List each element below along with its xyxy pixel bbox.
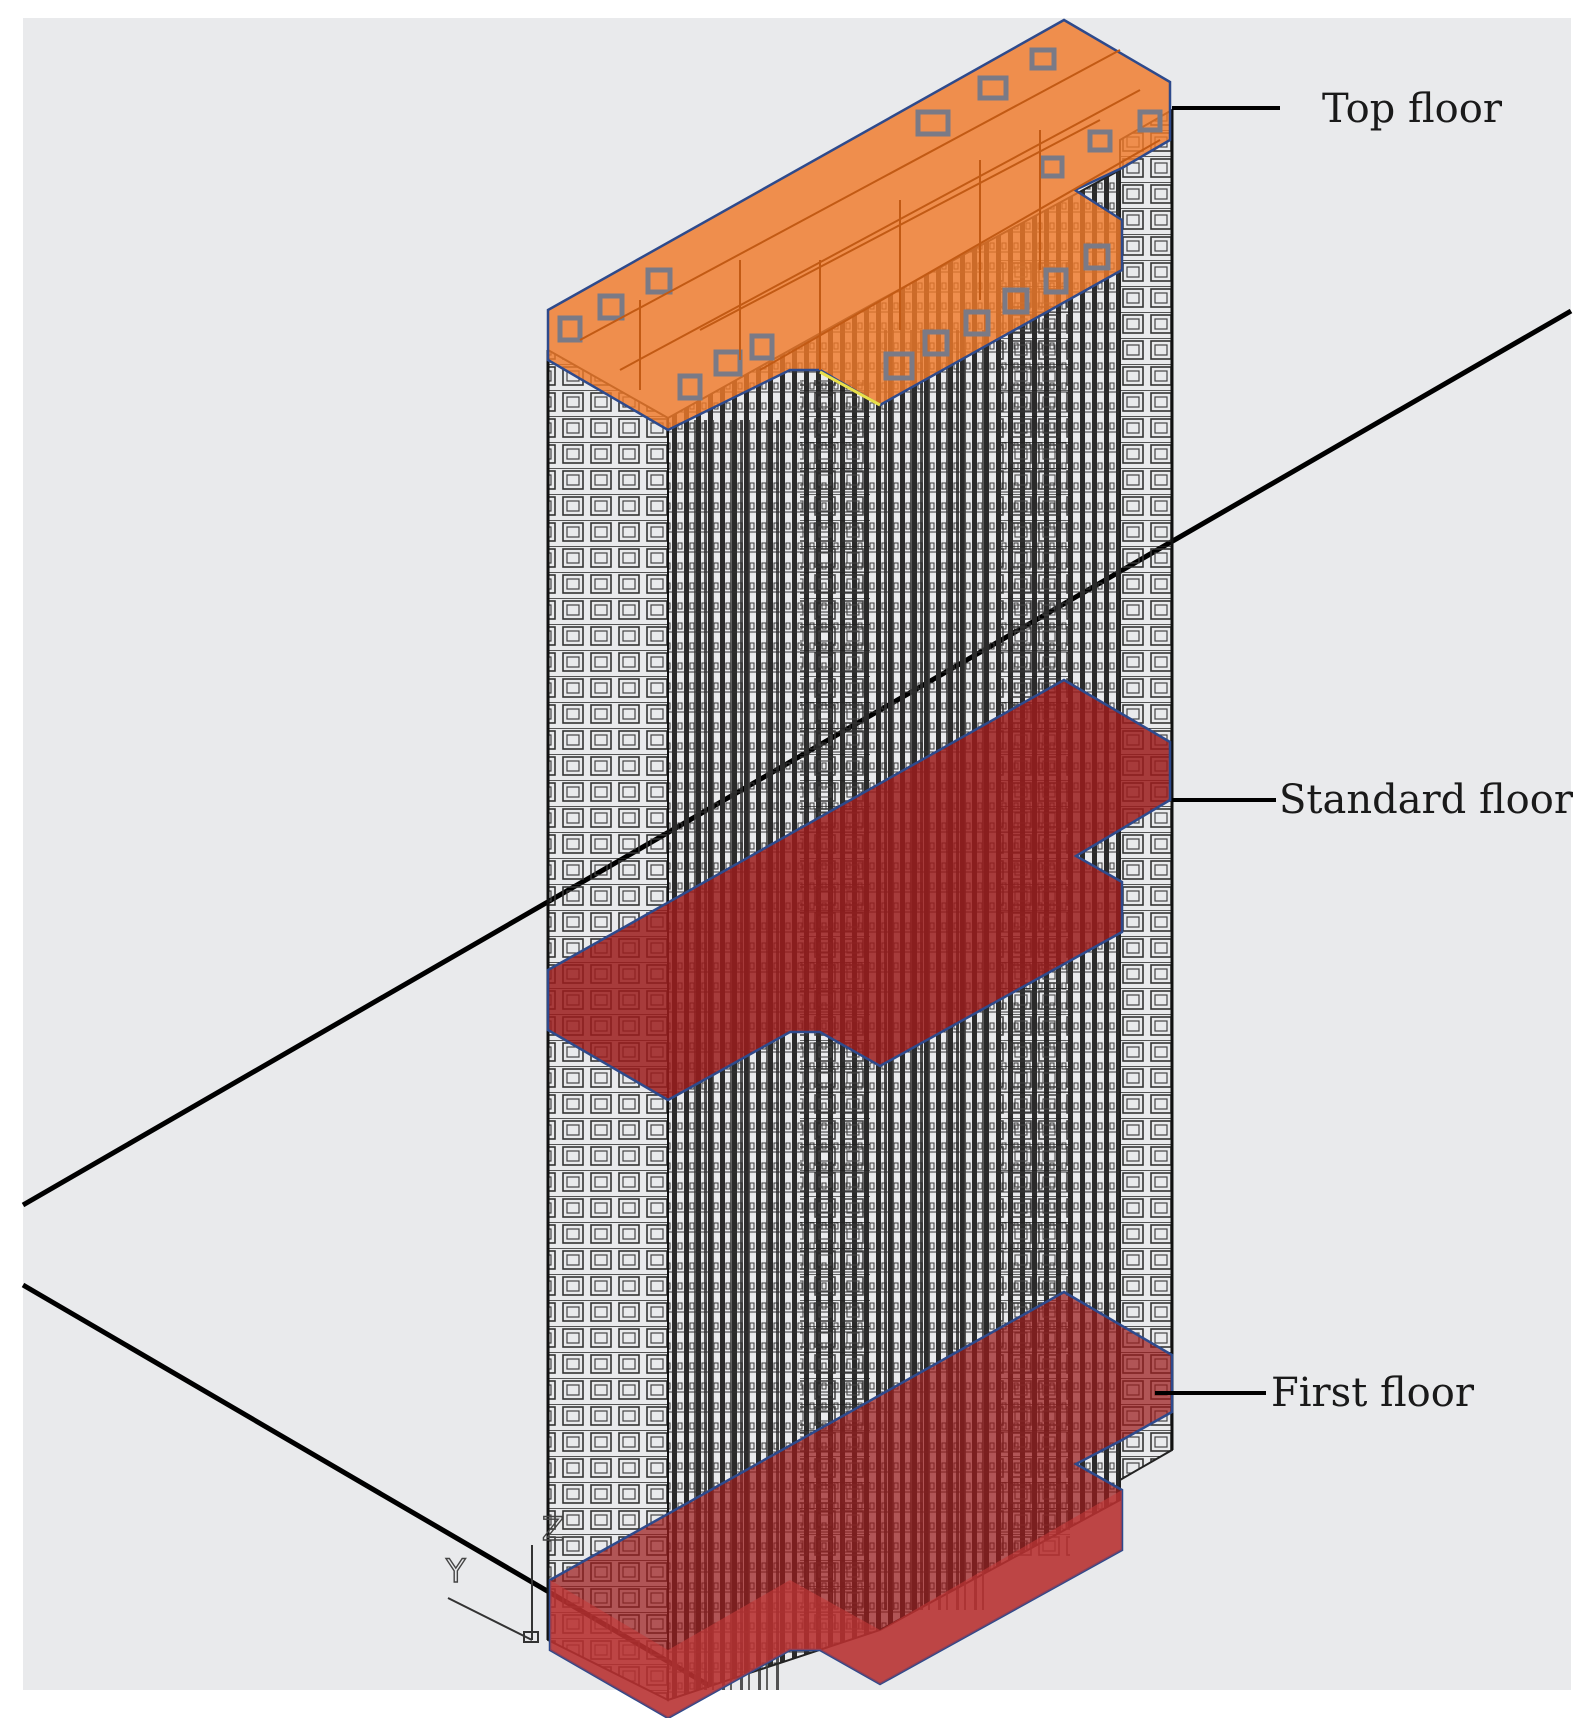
label-standard-floor: Standard floor <box>1279 777 1573 823</box>
top-floor-beams <box>579 49 1161 390</box>
ucs-icon[interactable]: Z Y <box>444 1509 565 1643</box>
first-floor-slab[interactable] <box>548 1290 1174 1718</box>
top-floor-yellow-edge <box>819 370 881 407</box>
label-top-floor: Top floor <box>1322 86 1502 132</box>
standard-floor-slab[interactable] <box>546 678 1172 1102</box>
top-floor-slab[interactable] <box>546 18 1172 432</box>
ucs-y-label: Y <box>445 1552 466 1590</box>
ucs-origin-box <box>523 1631 539 1643</box>
standard-floor-slab-shape <box>546 678 1172 1102</box>
top-floor-openings <box>557 47 1163 401</box>
first-floor-slab-lower-face <box>550 1490 1122 1718</box>
ucs-z-label: Z <box>542 1510 564 1548</box>
label-first-floor: First floor <box>1271 1370 1474 1416</box>
ucs-y-axis <box>447 1597 533 1641</box>
